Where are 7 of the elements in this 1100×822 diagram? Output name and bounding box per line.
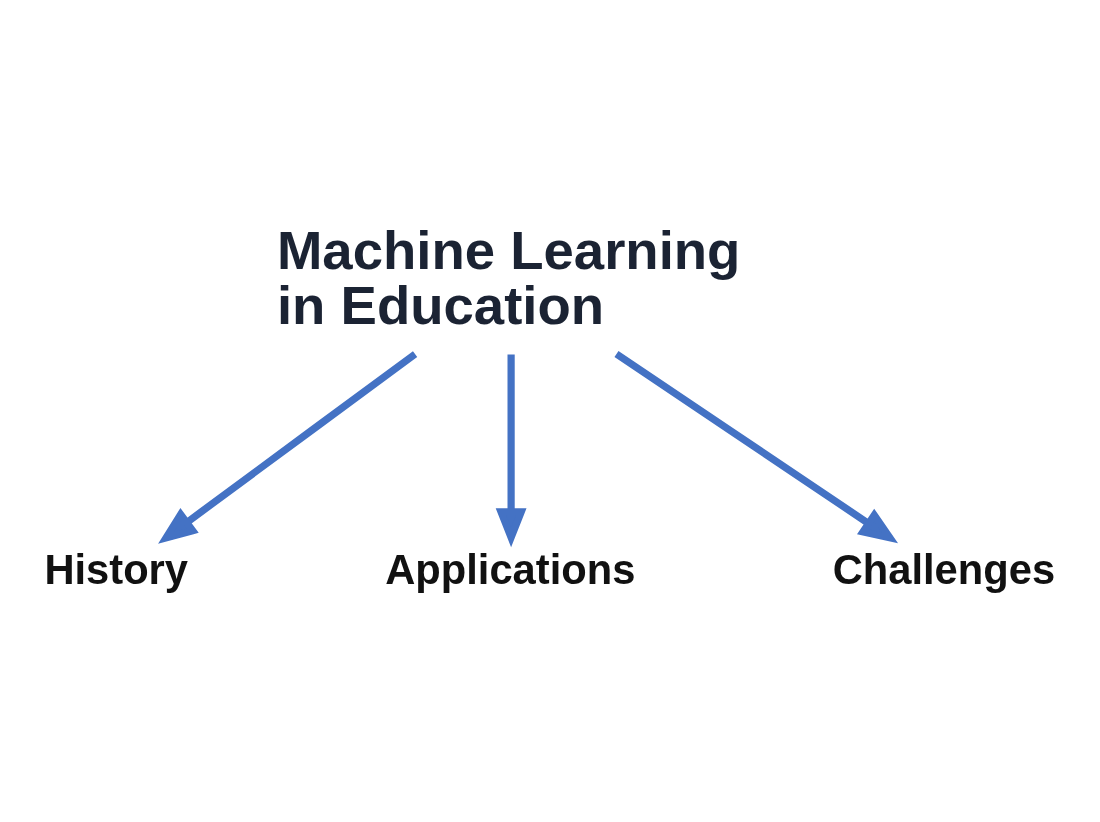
arrow [158, 350, 418, 544]
arrow [614, 350, 899, 543]
node-text: Machine Learning in Education [276, 219, 741, 336]
node-text: Challenges [832, 545, 1056, 593]
node-text: History [44, 545, 189, 593]
arrow [495, 353, 527, 547]
node-text: Applications [385, 545, 636, 593]
